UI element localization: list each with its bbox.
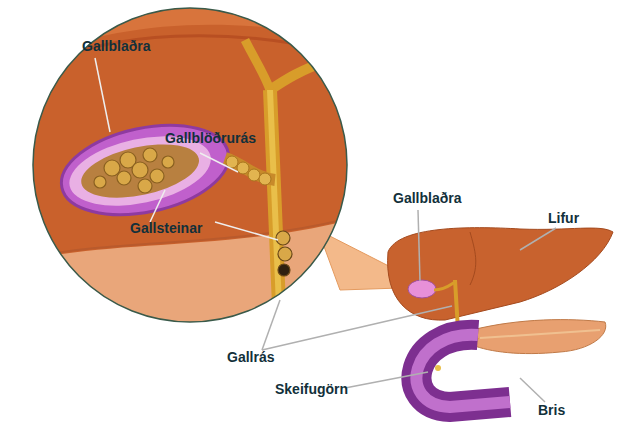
zoom-detail	[30, 5, 350, 330]
organ-label: Lifur	[548, 210, 579, 226]
organ-label: Gallblaðra	[82, 38, 150, 54]
organ-label: Bris	[538, 402, 565, 418]
duct-label: Gallrás	[227, 349, 274, 365]
organ-overview	[388, 228, 613, 407]
leader-lines	[95, 58, 278, 240]
organ-label: Skeifugörn	[275, 381, 348, 397]
stones-label: Gallsteinar	[130, 220, 202, 236]
organ-label: Gallblaðra	[393, 190, 461, 206]
duct-label: Gallblöðrurás	[165, 130, 256, 146]
